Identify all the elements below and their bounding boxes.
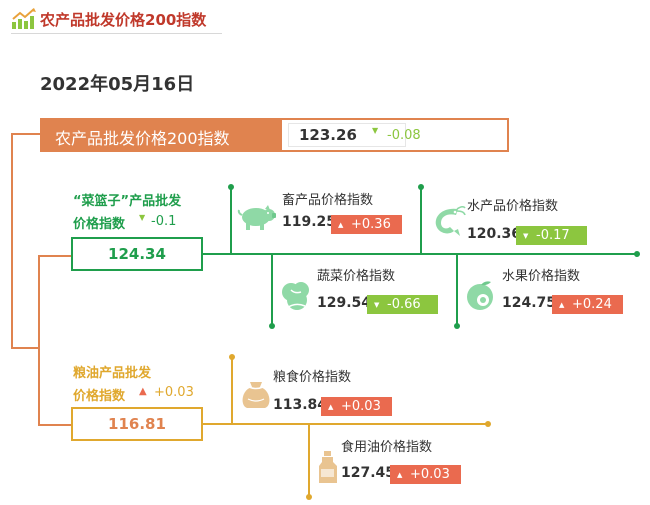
vegetable-label: 蔬菜价格指数 [317, 269, 396, 284]
fruit-change: +0.24 [572, 297, 612, 312]
basket-label-line2: 价格指数 [73, 217, 126, 232]
oil-value: 127.45 [341, 465, 396, 481]
vegetable-change-badge: ▼ -0.66 [367, 295, 438, 314]
oil-change: +0.03 [410, 467, 450, 482]
connector-dot [229, 354, 235, 360]
connector [38, 424, 72, 426]
aquatic-change-badge: ▼ -0.17 [516, 226, 587, 245]
page-title: 农产品批发价格200指数 [40, 11, 207, 29]
fruit-icon [467, 281, 493, 310]
main-index-label: 农产品批发价格200指数 [55, 129, 230, 148]
grain-change: +0.03 [341, 399, 381, 414]
connector [308, 423, 310, 497]
connector [38, 255, 40, 426]
fruit-label: 水果价格指数 [502, 269, 581, 284]
vegetable-value: 129.54 [317, 295, 372, 311]
main-index-change: -0.08 [387, 128, 421, 143]
oil-label: 食用油价格指数 [341, 440, 433, 455]
connector-dot [485, 421, 491, 427]
connector-dot [269, 323, 275, 329]
shrimp-icon [435, 205, 466, 236]
fruit-value: 124.75 [502, 295, 557, 311]
aquatic-value: 120.36 [467, 226, 522, 242]
connector [11, 133, 13, 349]
main-index-value: 123.26 [299, 126, 357, 144]
connector [456, 253, 458, 327]
grain-bag-icon [242, 382, 270, 408]
grain-value: 113.84 [273, 397, 328, 413]
oil-change-badge: ▲ +0.03 [390, 465, 461, 484]
connector-dot [228, 184, 234, 190]
grain-oil-label-line2: 价格指数 [73, 389, 126, 404]
basket-value: 124.34 [108, 245, 166, 263]
main-index-bar: 农产品批发价格200指数 123.26 ▼ -0.08 [40, 118, 509, 152]
livestock-change-badge: ▲ +0.36 [331, 215, 402, 234]
connector [11, 133, 41, 135]
main-index-value-box: 123.26 [288, 123, 406, 147]
grain-change-badge: ▲ +0.03 [321, 397, 392, 416]
header-underline [11, 33, 222, 34]
fruit-change-badge: ▲ +0.24 [552, 295, 623, 314]
main-index-down-icon: ▼ [372, 126, 379, 135]
oil-bottle-icon [319, 451, 337, 483]
grain-oil-value-box: 116.81 [71, 407, 203, 441]
vegetable-icon [282, 282, 309, 310]
livestock-label: 畜产品价格指数 [282, 193, 374, 208]
grain-oil-up-icon: ▲ [139, 386, 147, 397]
down-arrow-icon: ▼ [523, 232, 529, 240]
livestock-change: +0.36 [351, 217, 391, 232]
grain-oil-label-line1: 粮油产品批发 [73, 366, 152, 381]
basket-label-line1: “菜篮子”产品批发 [73, 194, 182, 209]
up-arrow-icon: ▲ [328, 403, 334, 411]
connector-dot [454, 323, 460, 329]
connector [231, 358, 233, 424]
aquatic-change: -0.17 [536, 228, 570, 243]
connector-dot [418, 184, 424, 190]
grain-oil-value: 116.81 [108, 415, 166, 433]
report-date: 2022年05月16日 [40, 74, 195, 95]
down-arrow-icon: ▼ [374, 301, 380, 309]
connector-dot [306, 494, 312, 500]
up-arrow-icon: ▲ [559, 301, 565, 309]
main-index-label-box: 农产品批发价格200指数 [42, 120, 282, 150]
connector [11, 347, 40, 349]
vegetable-change: -0.66 [387, 297, 421, 312]
basket-value-box: 124.34 [71, 237, 203, 271]
basket-change: -0.1 [151, 214, 177, 229]
connector [203, 423, 487, 425]
livestock-value: 119.25 [282, 214, 337, 230]
chart-logo-icon [12, 8, 36, 29]
up-arrow-icon: ▲ [338, 221, 344, 229]
connector [230, 188, 232, 254]
up-arrow-icon: ▲ [397, 471, 403, 479]
aquatic-label: 水产品价格指数 [467, 199, 559, 214]
grain-oil-change: +0.03 [154, 385, 194, 400]
connector [203, 253, 637, 255]
pig-icon [237, 205, 276, 230]
grain-label: 粮食价格指数 [273, 370, 352, 385]
connector-dot [634, 251, 640, 257]
basket-down-icon: ▼ [139, 213, 146, 222]
connector [420, 188, 422, 254]
connector [38, 255, 72, 257]
connector [271, 253, 273, 327]
